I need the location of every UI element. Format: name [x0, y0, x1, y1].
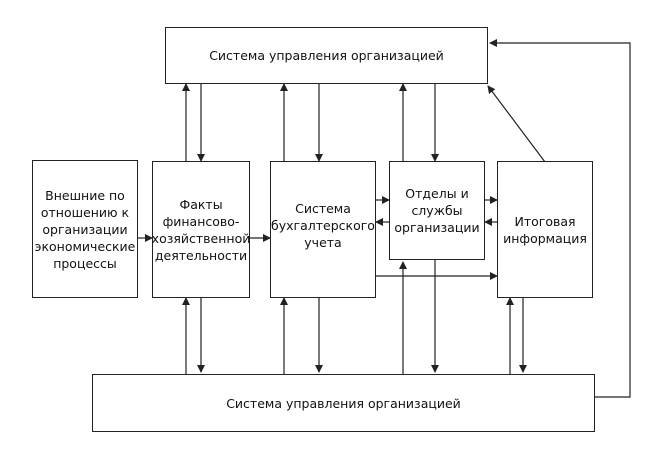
arrow-summary-to-top: [487, 85, 546, 163]
accounting-system-label: Система бухгалтерского учета: [271, 201, 375, 250]
departments-label: Отделы и службы организации: [394, 186, 480, 235]
external-processes-box: Внешние по отношению к организации эконо…: [32, 160, 138, 298]
top-management-system-box: Система управления организацией: [165, 27, 488, 84]
summary-information-label: Итоговая информация: [503, 213, 587, 246]
bottom-management-system-label: Система управления организацией: [226, 395, 461, 411]
accounting-system-box: Система бухгалтерского учета: [270, 161, 376, 298]
business-facts-label: Факты финансово- хозяйственной деятельно…: [151, 196, 251, 263]
external-processes-label: Внешние по отношению к организации эконо…: [34, 187, 136, 271]
departments-box: Отделы и службы организации: [389, 161, 485, 260]
bottom-management-system-box: Система управления организацией: [92, 374, 595, 432]
arrow-feedback-bottom-to-top: [489, 39, 631, 398]
top-management-system-label: Система управления организацией: [209, 48, 444, 63]
summary-information-box: Итоговая информация: [497, 161, 593, 298]
business-facts-box: Факты финансово- хозяйственной деятельно…: [152, 161, 250, 298]
